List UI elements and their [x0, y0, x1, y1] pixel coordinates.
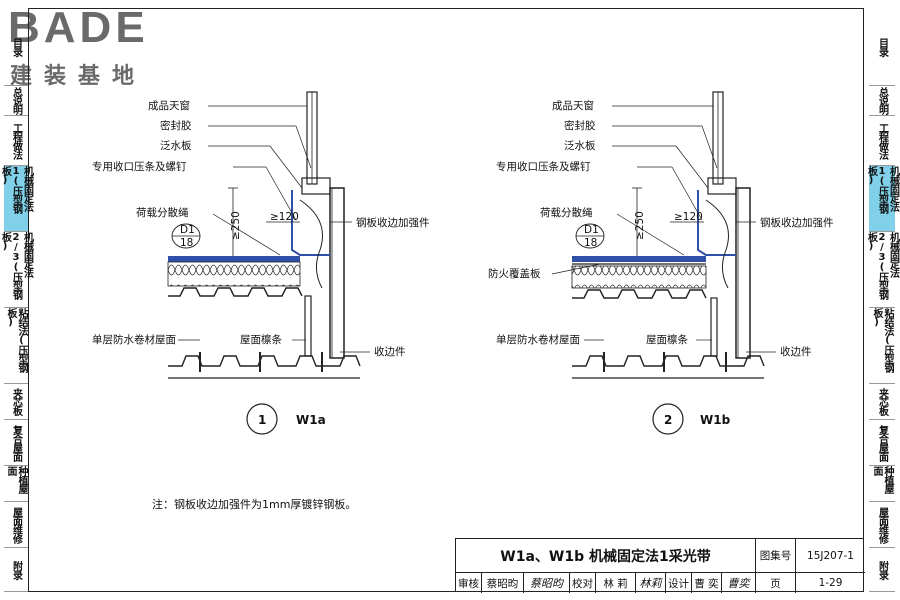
tab-9[interactable]: 种植屋面 [869, 466, 895, 502]
sheet-title: W1a、W1b 机械固定法1采光带 [456, 539, 756, 573]
tab-8[interactable]: 复合屋面 [4, 420, 28, 466]
tab-label: 附录 [876, 560, 888, 579]
tab-label: 机械固定法1(压型钢板) [865, 166, 899, 213]
d1-label-membrane: 单层防水卷材屋面 [92, 333, 176, 346]
tab-7[interactable]: 夹芯板 [4, 384, 28, 420]
tab-label: 屋面维修 [10, 506, 22, 543]
checker-signature: 林莉 [636, 573, 666, 593]
d2-dim-250: ≥250 [634, 211, 646, 240]
check-label: 校对 [570, 573, 596, 593]
d1-label-purlin: 屋面檩条 [240, 333, 282, 346]
tab-label: 屋面维修 [876, 506, 888, 543]
d2-label-flashing: 泛水板 [564, 139, 596, 152]
atlas-label: 图集号 [756, 539, 796, 573]
reviewer-signature: 蔡昭昀 [524, 573, 570, 593]
d2-label-reinforce: 钢板收边加强件 [760, 216, 834, 229]
tab-label: 目录 [876, 37, 888, 56]
left-tab-column: 目录总说明工程做法机械固定法1(压型钢板) 机械固定法2/3(压型钢板) 粘结法(压… [0, 8, 33, 592]
tab-3[interactable]: 工程做法 [869, 116, 895, 166]
tab-label: 粘结法(压型钢板) [871, 308, 893, 372]
tab-1[interactable]: 目录 [869, 8, 895, 86]
tab-label: 附录 [10, 560, 22, 579]
d2-ref-top: D1 [584, 224, 599, 236]
tab-2[interactable]: 总说明 [4, 86, 28, 116]
tab-label: 机械固定法2/3(压型钢板) [0, 232, 33, 299]
title-block: W1a、W1b 机械固定法1采光带 图集号 15J207-1 审核 蔡昭昀 蔡昭… [455, 538, 865, 593]
d1-label-sealant: 密封胶 [160, 119, 192, 132]
tab-label: 总说明 [876, 87, 888, 114]
tab-3[interactable]: 工程做法 [4, 116, 28, 166]
tab-4[interactable]: 机械固定法1(压型钢板) [866, 166, 899, 232]
d1-label-flashing: 泛水板 [160, 139, 192, 152]
d2-dim-120: ≥120 [674, 211, 703, 223]
tab-label: 总说明 [10, 87, 22, 114]
tab-label: 种植屋面 [871, 466, 893, 493]
d2-label-load-rope: 荷载分散绳 [540, 206, 593, 219]
tab-label: 夹芯板 [10, 388, 22, 415]
tab-4[interactable]: 机械固定法1(压型钢板) [0, 166, 33, 232]
logo-subtitle: 建装基地 [10, 64, 147, 89]
tab-label: 复合屋面 [876, 424, 888, 461]
tab-2[interactable]: 总说明 [869, 86, 895, 116]
d1-ref-top: D1 [180, 224, 195, 236]
tab-label: 工程做法 [10, 122, 22, 159]
d1-label-load-rope: 荷载分散绳 [136, 206, 189, 219]
tab-label: 工程做法 [876, 122, 888, 159]
tab-10[interactable]: 屋面维修 [869, 502, 895, 548]
review-label: 审核 [456, 573, 482, 593]
d1-label-skylight: 成品天窗 [148, 99, 190, 112]
tab-5[interactable]: 机械固定法2/3(压型钢板) [866, 232, 899, 308]
d1-name: W1a [296, 413, 326, 427]
tab-label: 夹芯板 [876, 388, 888, 415]
d1-label-clamp: 专用收口压条及螺钉 [92, 160, 187, 173]
designer-signature: 曹奕 [722, 573, 756, 593]
d2-label-clamp: 专用收口压条及螺钉 [496, 160, 591, 173]
d1-label-reinforce: 钢板收边加强件 [356, 216, 430, 229]
tab-6[interactable]: 粘结法(压型钢板) [869, 308, 895, 384]
d2-label-trim: 收边件 [780, 345, 812, 358]
tab-1[interactable]: 目录 [4, 8, 28, 86]
logo-wordmark: BADE [8, 3, 149, 52]
designer-name: 曹 奕 [692, 573, 722, 593]
d2-label-sealant: 密封胶 [564, 119, 596, 132]
right-tab-column: 目录总说明工程做法机械固定法1(压型钢板) 机械固定法2/3(压型钢板) 粘结法(压… [866, 8, 899, 592]
page-number: 1-29 [818, 577, 843, 589]
design-label: 设计 [666, 573, 692, 593]
d2-label-membrane: 单层防水卷材屋面 [496, 333, 580, 346]
tab-label: 机械固定法2/3(压型钢板) [865, 232, 899, 299]
tab-11[interactable]: 附录 [4, 548, 28, 592]
tab-11[interactable]: 附录 [869, 548, 895, 592]
d2-name: W1b [700, 413, 731, 427]
tab-label: 目录 [10, 37, 22, 56]
detail-1-section [167, 91, 370, 435]
drawing-frame [28, 8, 864, 592]
d1-ref-bottom: 18 [180, 237, 193, 249]
tab-7[interactable]: 夹芯板 [869, 384, 895, 420]
tab-10[interactable]: 屋面维修 [4, 502, 28, 548]
tab-5[interactable]: 机械固定法2/3(压型钢板) [0, 232, 33, 308]
d1-number: 1 [258, 413, 266, 427]
tab-label: 种植屋面 [5, 466, 27, 493]
d1-dim-120: ≥120 [270, 211, 299, 223]
tab-label: 粘结法(压型钢板) [5, 308, 27, 372]
d1-label-trim: 收边件 [374, 345, 406, 358]
d1-dim-250: ≥250 [230, 211, 242, 240]
reviewer-name: 蔡昭昀 [482, 573, 524, 593]
tab-label: 机械固定法1(压型钢板) [0, 166, 33, 213]
d2-number: 2 [664, 413, 672, 427]
tab-8[interactable]: 复合屋面 [869, 420, 895, 466]
detail-2-section [551, 91, 776, 435]
d2-label-fire-cover: 防火覆盖板 [488, 267, 541, 280]
atlas-number: 15J207-1 [796, 539, 865, 573]
checker-name: 林 莉 [596, 573, 636, 593]
page-label: 页 [756, 573, 796, 593]
tab-label: 复合屋面 [10, 424, 22, 461]
drawing-note: 注：钢板收边加强件为1mm厚镀锌钢板。 [152, 498, 357, 511]
d2-label-purlin: 屋面檩条 [646, 333, 688, 346]
d2-label-skylight: 成品天窗 [552, 99, 594, 112]
tab-9[interactable]: 种植屋面 [4, 466, 28, 502]
tab-6[interactable]: 粘结法(压型钢板) [4, 308, 28, 384]
d2-ref-bottom: 18 [584, 237, 597, 249]
